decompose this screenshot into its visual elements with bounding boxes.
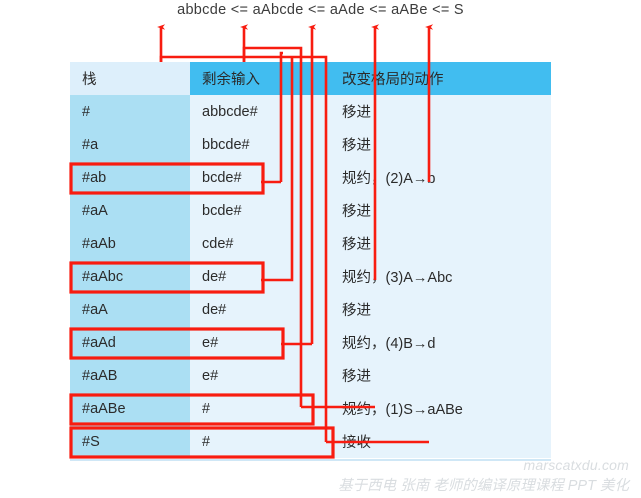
cell-action: 规约，(1)S→aABe xyxy=(330,392,551,425)
table-row: #abbcde#移进 xyxy=(70,95,551,128)
cell-stack: #aA xyxy=(70,293,190,326)
column-header-action: 改变格局的动作 xyxy=(330,62,551,95)
cell-stack: #aAb xyxy=(70,227,190,260)
cell-stack: #ab xyxy=(70,161,190,194)
cell-input: de# xyxy=(190,293,330,326)
cell-stack: #aABe xyxy=(70,392,190,425)
cell-action: 移进 xyxy=(330,95,551,128)
cell-stack: #aAbc xyxy=(70,260,190,293)
cell-input: bcde# xyxy=(190,161,330,194)
cell-action: 移进 xyxy=(330,128,551,161)
watermark-credit: 基于西电 张南 老师的编译原理课程 PPT 美化 xyxy=(338,478,629,494)
cell-stack: # xyxy=(70,95,190,128)
cell-input: # xyxy=(190,392,330,425)
derivation-title: abbcde <= aAbcde <= aAde <= aABe <= S xyxy=(177,2,464,18)
cell-action: 移进 xyxy=(330,359,551,392)
cell-action: 接收 xyxy=(330,425,551,458)
cell-stack: #a xyxy=(70,128,190,161)
cell-stack: #aAB xyxy=(70,359,190,392)
cell-action: 移进 xyxy=(330,293,551,326)
cell-input: abbcde# xyxy=(190,95,330,128)
cell-input: e# xyxy=(190,359,330,392)
cell-input: cde# xyxy=(190,227,330,260)
column-header-input: 剩余输入 xyxy=(190,62,330,95)
cell-action: 规约，(3)A→Abc xyxy=(330,260,551,293)
table-row: #S#接收 xyxy=(70,425,551,458)
cell-input: e# xyxy=(190,326,330,359)
cell-action: 规约，(2)A→b xyxy=(330,161,551,194)
table-bottom-rule xyxy=(70,459,551,461)
cell-stack: #aA xyxy=(70,194,190,227)
table-header: 栈 剩余输入 改变格局的动作 xyxy=(70,62,551,95)
cell-input: de# xyxy=(190,260,330,293)
cell-stack: #S xyxy=(70,425,190,458)
cell-input: # xyxy=(190,425,330,458)
cell-input: bbcde# xyxy=(190,128,330,161)
column-header-stack: 栈 xyxy=(70,62,190,95)
table-header-row: 栈 剩余输入 改变格局的动作 xyxy=(70,62,551,95)
watermark-site: marscatxdu.com xyxy=(523,457,629,473)
cell-input: bcde# xyxy=(190,194,330,227)
cell-action: 移进 xyxy=(330,227,551,260)
cell-stack: #aAd xyxy=(70,326,190,359)
table-row: #aABe#规约，(1)S→aABe xyxy=(70,392,551,425)
cell-action: 规约，(4)B→d xyxy=(330,326,551,359)
cell-action: 移进 xyxy=(330,194,551,227)
